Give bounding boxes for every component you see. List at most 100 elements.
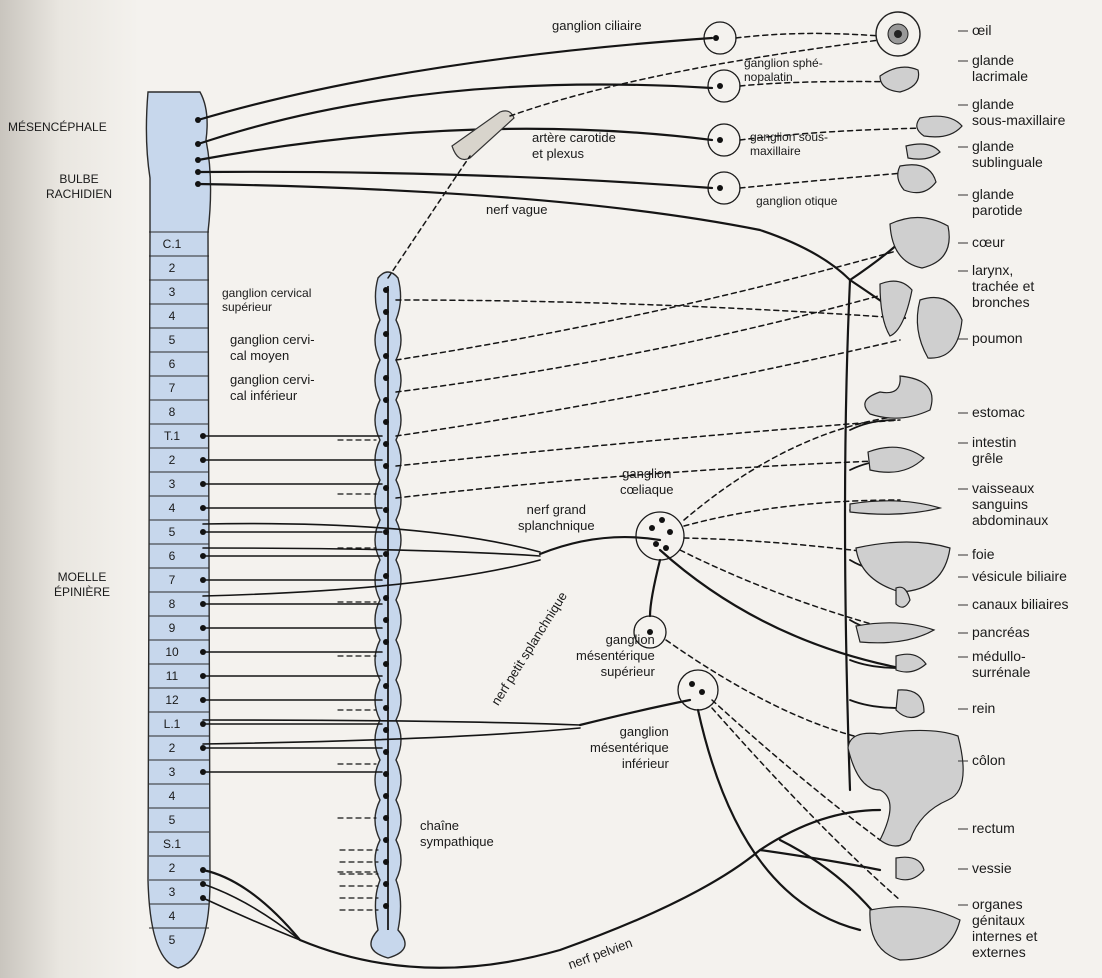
label-organ-line: côlon [972,752,1005,768]
chain-ganglion-dot [383,375,389,381]
lacrimal-gland [880,67,919,92]
segment-label: 11 [152,669,192,683]
label-ganglion-sous-maxillaire: ganglion sous-maxillaire [750,130,828,158]
segment-label: 5 [152,933,192,947]
chain-ganglion-dot [383,815,389,821]
label-organ-line: génitaux [972,912,1037,928]
kidney [896,690,924,718]
segment-label: S.1 [152,837,192,851]
label-organ-line: grêle [972,450,1016,466]
label-organ-line: lacrimale [972,68,1028,84]
segment-label: 6 [152,357,192,371]
label-moelle-epiniere-line: ÉPINIÈRE [54,585,110,600]
label-ganglion-cervical-superieur-line: supérieur [222,300,311,314]
chain-ganglion-dot [383,551,389,557]
chain-ganglion-dot [383,793,389,799]
ganglion-dot [649,525,655,531]
label-organ: rein [972,700,995,716]
label-organ-line: poumon [972,330,1023,346]
label-organ: poumon [972,330,1023,346]
to-inferior-mesenteric [580,700,690,725]
lung [917,298,962,359]
label-ganglion-mesenterique-superieur: ganglionmésentériquesupérieur [576,632,655,680]
sphenopalatin-ganglion [708,70,740,102]
ganglion-dot [663,545,669,551]
segment-label: C.1 [152,237,192,251]
label-bulbe-rachidien: BULBERACHIDIEN [46,172,112,202]
label-organ-line: vaisseaux [972,480,1048,496]
bladder [896,857,924,880]
adrenal [896,654,926,672]
segment-label: 8 [152,597,192,611]
inf-mesenteric-hypogastric [698,710,860,930]
heart [890,217,949,268]
label-organ: vessie [972,860,1012,876]
chain-ganglion-dot [383,727,389,733]
ganglion-dot [659,517,665,523]
liver [856,542,950,592]
segment-label: 5 [152,333,192,347]
label-organ-line: larynx, [972,262,1034,278]
label-organ-line: organes [972,896,1037,912]
label-organ: pancréas [972,624,1030,640]
chain-ganglion-dot [383,661,389,667]
segment-label: 3 [152,477,192,491]
segment-label: 2 [152,741,192,755]
cervical-to-lung [396,300,900,318]
segment-label: 7 [152,573,192,587]
label-organ-line: cœur [972,234,1005,250]
label-chaine-sympathique-line: sympathique [420,834,494,850]
thoracic-to-lung [396,340,900,436]
label-organ-line: externes [972,944,1037,960]
chain-ganglion-dot [383,419,389,425]
label-organ-line: surrénale [972,664,1030,680]
label-organ-line: médullo- [972,648,1030,664]
chain-ganglion-dot [383,463,389,469]
label-ganglion-sous-maxillaire-line: ganglion sous- [750,130,828,144]
label-organ-line: œil [972,22,991,38]
label-ganglion-cervical-moyen: ganglion cervi-cal moyen [230,332,315,364]
chain-ganglion-dot [383,749,389,755]
label-ganglion-sous-maxillaire-line: maxillaire [750,144,828,158]
sublingual-gland [906,144,940,159]
label-organ: cœur [972,234,1005,250]
label-ganglion-mesenterique-inferieur-line: mésentérique [590,740,669,756]
label-organ-line: bronches [972,294,1034,310]
label-organ-line: trachée et [972,278,1034,294]
chain-ganglion-dot [383,353,389,359]
label-organ: vésicule biliaire [972,568,1067,584]
segment-label: 12 [152,693,192,707]
label-bulbe-rachidien-line: BULBE [46,172,112,187]
segment-label: 3 [152,765,192,779]
chain-ganglion-dot [383,573,389,579]
segment-label: 5 [152,813,192,827]
nerve-to-ciliary [198,38,712,120]
chain-ganglion-dot [383,859,389,865]
ganglion-dot [689,681,695,687]
ganglion-dot [717,137,723,143]
label-ganglion-sphenopalatin-line: ganglion sphé- [744,56,823,70]
pelvic-to-bladder [760,850,880,870]
label-organ-line: vésicule biliaire [972,568,1067,584]
label-ganglion-ciliaire-line: ganglion ciliaire [552,18,642,34]
postganglionic-parotid [740,172,915,188]
label-nerf-vague: nerf vague [486,202,547,218]
chain-ganglion-dot [383,595,389,601]
thoracic-to-stomach [396,420,900,466]
label-ganglion-cervical-moyen-line: cal moyen [230,348,315,364]
label-organ-line: glande [972,186,1023,202]
chain-ganglion-dot [383,507,389,513]
label-ganglion-otique: ganglion otique [756,194,837,208]
ganglion-dot [667,529,673,535]
label-ganglion-cervical-inferieur-line: ganglion cervi- [230,372,315,388]
inferior-mesenteric-ganglion [678,670,718,710]
ganglion-dot [653,541,659,547]
label-organ-line: estomac [972,404,1025,420]
chain-ganglion-dot [383,705,389,711]
label-ganglion-mesenterique-superieur-line: supérieur [576,664,655,680]
chain-ganglion-dot [383,529,389,535]
nerve-to-sphenopalatin [198,84,712,144]
